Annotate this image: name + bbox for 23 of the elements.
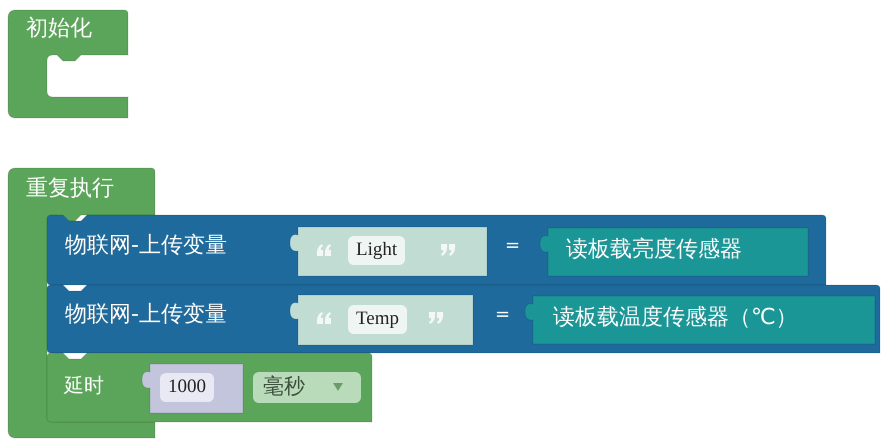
block-label: 初始化 [26,15,92,43]
number-block [142,364,243,413]
string-block [290,227,487,276]
string-field: Temp [348,305,407,334]
upload-variable-block [47,215,826,285]
sensor-block [540,228,808,276]
equals-sign: = [505,234,520,258]
delay-block [47,353,372,422]
number-field: 1000 [160,373,214,402]
block-label: 物联网-上传变量 [65,232,227,260]
string-block [290,295,473,345]
block-label: 读板载温度传感器（℃） [553,304,798,332]
block-label: 物联网-上传变量 [65,301,227,329]
block-label: 延时 [64,372,104,398]
block-label: 重复执行 [26,175,114,203]
sensor-block [525,296,875,344]
upload-variable-block [47,285,880,353]
equals-sign: = [495,303,510,326]
setup-block [8,10,128,118]
block-label: 读板载亮度传感器 [566,236,742,264]
dropdown-label: 毫秒 [263,373,305,400]
dropdown-field [253,372,361,403]
string-field: Light [348,236,406,265]
